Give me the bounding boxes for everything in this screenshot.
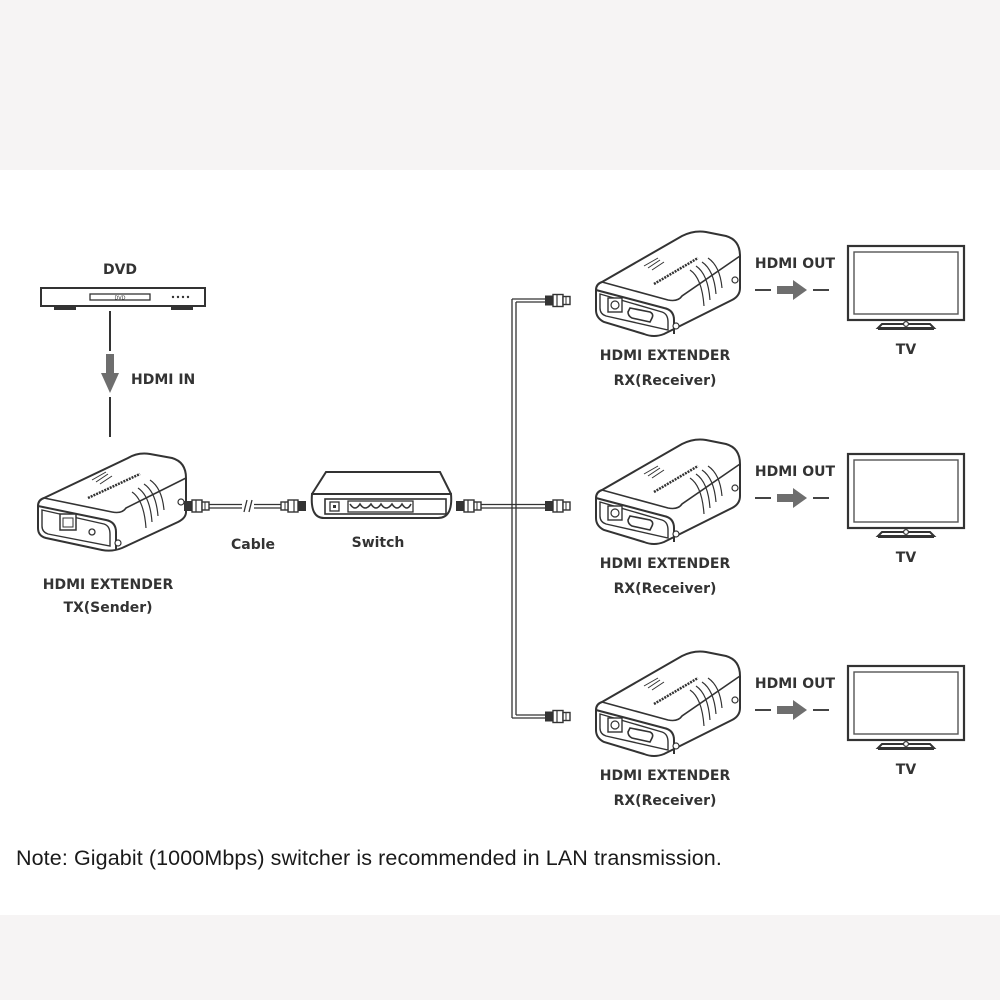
- switch-label: Switch: [352, 535, 405, 551]
- tv-icon: [846, 452, 966, 540]
- tv-label: TV: [896, 550, 917, 566]
- receiver-row: HDMI EXTENDER RX(Receiver) HDMI OUT TV: [594, 650, 966, 809]
- hdmi-out-arrow-icon: [754, 487, 830, 509]
- rx-title: HDMI EXTENDER: [600, 348, 731, 364]
- tv-icon: [846, 244, 966, 332]
- tx-subtitle: TX(Sender): [63, 600, 152, 616]
- tx-extender-icon: [37, 452, 187, 552]
- rx-extender-icon: [594, 650, 742, 758]
- hdmi-in-label: HDMI IN: [131, 372, 195, 388]
- hdmi-out-arrow-icon: [754, 699, 830, 721]
- rx-title: HDMI EXTENDER: [600, 556, 731, 572]
- hdmi-out-label: HDMI OUT: [755, 676, 836, 692]
- tx-title: HDMI EXTENDER: [43, 577, 174, 593]
- rx-title: HDMI EXTENDER: [600, 768, 731, 784]
- hdmi-out-label: HDMI OUT: [755, 464, 836, 480]
- hdmi-out-label: HDMI OUT: [755, 256, 836, 272]
- rx-extender-icon: [594, 230, 742, 338]
- dvd-label: DVD: [103, 262, 137, 278]
- tv-label: TV: [896, 342, 917, 358]
- tv-icon: [846, 664, 966, 752]
- rx-extender-icon: [594, 438, 742, 546]
- rx-subtitle: RX(Receiver): [614, 793, 717, 809]
- distribution-cable-icon: [455, 293, 571, 724]
- cable-label: Cable: [231, 537, 275, 553]
- receiver-row: HDMI EXTENDER RX(Receiver) HDMI OUT TV: [594, 230, 966, 389]
- receiver-row: HDMI EXTENDER RX(Receiver) HDMI OUT TV: [594, 438, 966, 597]
- tv-label: TV: [896, 762, 917, 778]
- rx-subtitle: RX(Receiver): [614, 373, 717, 389]
- hdmi-out-arrow-icon: [754, 279, 830, 301]
- note-text: Note: Gigabit (1000Mbps) switcher is rec…: [16, 846, 722, 870]
- network-switch-icon: [310, 471, 453, 519]
- dvd-panel-text: DVD: [114, 296, 125, 302]
- rx-subtitle: RX(Receiver): [614, 581, 717, 597]
- cable-icon: [183, 499, 307, 513]
- hdmi-in-arrow-icon: [101, 311, 119, 437]
- dvd-player-icon: DVD: [40, 287, 206, 310]
